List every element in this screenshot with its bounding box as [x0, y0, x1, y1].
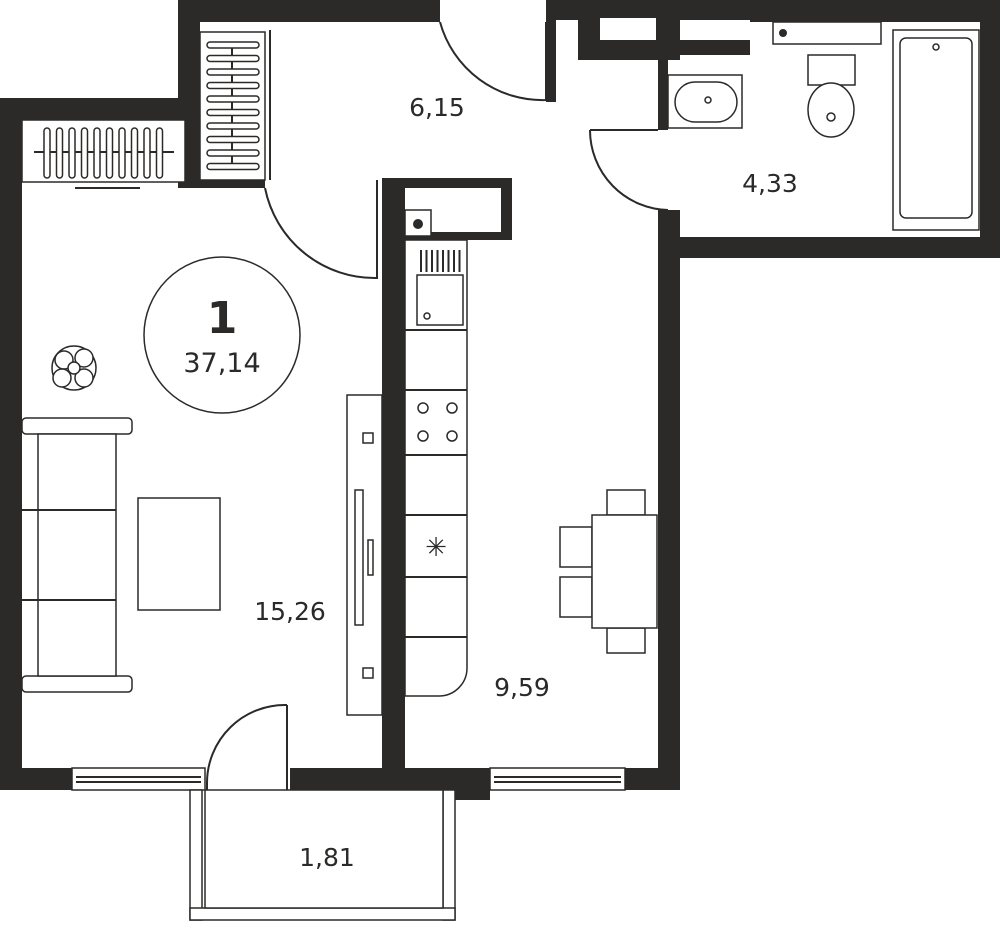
washbasin-icon: [667, 74, 743, 129]
walls: [0, 0, 1000, 800]
hall-area: 6,15: [409, 93, 465, 122]
windows: [71, 767, 626, 921]
toilet-icon: [807, 54, 856, 138]
dining-table-icon: [559, 489, 658, 654]
fridge-icon: ✳: [425, 533, 447, 563]
hangers-icon: [43, 127, 164, 179]
coffee-table-icon: [137, 497, 221, 611]
balcony-area: 1,81: [299, 843, 355, 872]
hangers-icon: [206, 41, 260, 171]
rooms-count: 1: [207, 293, 238, 344]
sink-icon: [416, 274, 464, 326]
plant-icon: [51, 345, 97, 391]
boiler-shelf: [772, 21, 882, 45]
doors: [206, 21, 669, 790]
kitchen-area: 9,59: [494, 673, 550, 702]
kitchen-counter: [404, 209, 468, 697]
bathtub-drain: [932, 43, 940, 51]
stove-icon: [417, 402, 458, 442]
living-room-area: 15,26: [254, 597, 326, 626]
total-area: 37,14: [183, 348, 260, 379]
sink-drainer-icon: [420, 250, 461, 272]
tv-unit-icon: [346, 394, 383, 716]
sofa-icon: [21, 417, 133, 693]
bathtub-inner: [899, 37, 973, 219]
summary-circle: [143, 256, 301, 414]
bathroom-area: 4,33: [742, 169, 798, 198]
